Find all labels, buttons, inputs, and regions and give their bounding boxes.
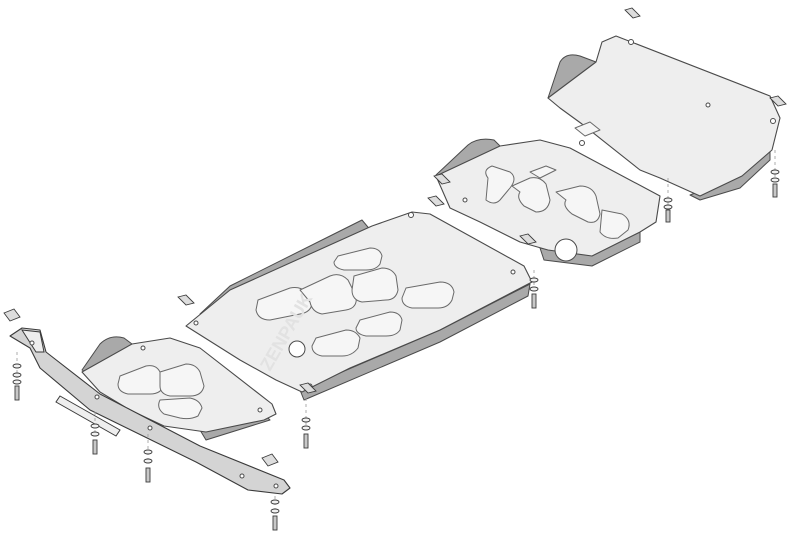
mounting-hole bbox=[408, 212, 414, 218]
fasteners bbox=[12, 150, 780, 531]
mounting-hole bbox=[770, 118, 776, 124]
gearbox-skid-plate bbox=[435, 138, 661, 267]
mounting-hole bbox=[628, 39, 634, 45]
mounting-hole bbox=[257, 407, 263, 413]
front-skid-plate bbox=[81, 336, 277, 441]
rear-skid-plate bbox=[547, 35, 781, 201]
beam-bolt-hole bbox=[29, 340, 35, 346]
beam-bolt-hole bbox=[94, 394, 100, 400]
clip-bracket bbox=[433, 173, 451, 185]
bolt-assembly bbox=[529, 277, 539, 309]
beam-bolt-hole bbox=[239, 473, 245, 479]
clip-bracket bbox=[3, 308, 21, 322]
access-hole bbox=[288, 340, 306, 358]
bolt-assembly bbox=[90, 423, 100, 455]
mounting-hole bbox=[193, 320, 199, 326]
bolt-assembly bbox=[12, 363, 22, 401]
clip-bracket bbox=[769, 95, 787, 107]
beam-bolt-hole bbox=[147, 425, 153, 431]
clip-bracket bbox=[299, 382, 317, 394]
clip-bracket bbox=[261, 453, 279, 467]
bolt-assembly bbox=[770, 169, 780, 198]
clip-bracket bbox=[177, 294, 195, 306]
clip-bracket bbox=[427, 195, 445, 207]
bolt-assembly bbox=[270, 499, 280, 531]
mounting-hole bbox=[705, 102, 711, 108]
mounting-clips bbox=[3, 7, 787, 467]
mounting-hole bbox=[579, 140, 585, 146]
mounting-hole bbox=[140, 345, 146, 351]
bolt-assembly bbox=[663, 197, 673, 223]
engine-skid-plate: ZENPAUK bbox=[185, 211, 533, 401]
beam-bolt-hole bbox=[273, 483, 279, 489]
mounting-hole bbox=[462, 197, 468, 203]
access-hole bbox=[554, 238, 578, 262]
clip-bracket bbox=[519, 233, 537, 245]
clip-bracket bbox=[624, 7, 641, 19]
bolt-assembly bbox=[143, 449, 153, 483]
mounting-hole bbox=[510, 269, 516, 275]
bolt-assembly bbox=[301, 417, 311, 449]
front-crossmember-beam bbox=[9, 327, 291, 495]
